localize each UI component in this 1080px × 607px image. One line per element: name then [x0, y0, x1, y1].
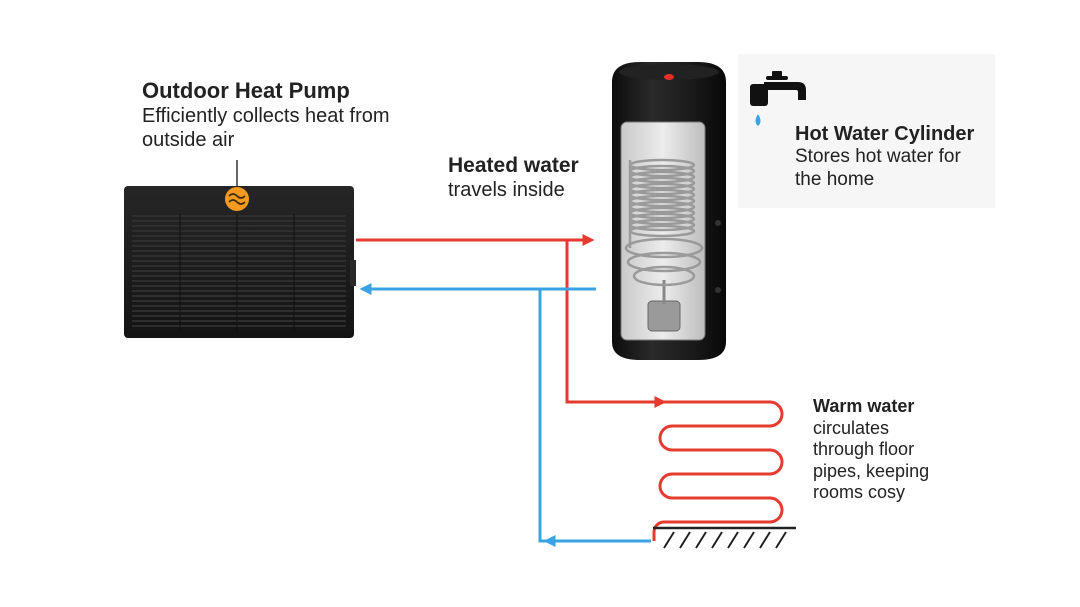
heat-pump-title: Outdoor Heat Pump — [142, 78, 350, 103]
warm-water-title: Warm water — [813, 396, 915, 416]
heat-pump-unit — [124, 160, 356, 338]
heating-coil — [624, 158, 704, 287]
heated-water-label: Heated water travels inside — [448, 153, 579, 202]
floor-return-pipe — [538, 289, 651, 543]
cylinder-label: Hot Water Cylinder Stores hot water for … — [795, 122, 975, 192]
cylinder-title: Hot Water Cylinder — [795, 123, 975, 145]
pump-grille — [132, 214, 346, 332]
heat-wave-logo-icon — [225, 187, 249, 211]
underfloor-coil — [652, 400, 784, 541]
tap-icon — [750, 71, 806, 106]
warm-water-description: circulates through floor pipes, keeping … — [813, 417, 930, 503]
pipes — [356, 234, 796, 549]
floor-hatching — [663, 531, 787, 549]
heat-pump-description: Efficiently collects heat from outside a… — [142, 105, 390, 152]
warm-water-label: Warm water circulates through floor pipe… — [813, 396, 953, 504]
cylinder-cap — [664, 74, 674, 80]
hot-water-cylinder — [612, 62, 726, 360]
water-drop-icon — [755, 114, 761, 126]
heat-pump-label: Outdoor Heat Pump Efficiently collects h… — [142, 78, 392, 152]
hot-branch-pipe — [565, 240, 667, 408]
heated-water-title: Heated water — [448, 154, 579, 177]
heated-water-description: travels inside — [448, 179, 565, 202]
cylinder-description: Stores hot water for the home — [795, 146, 961, 190]
